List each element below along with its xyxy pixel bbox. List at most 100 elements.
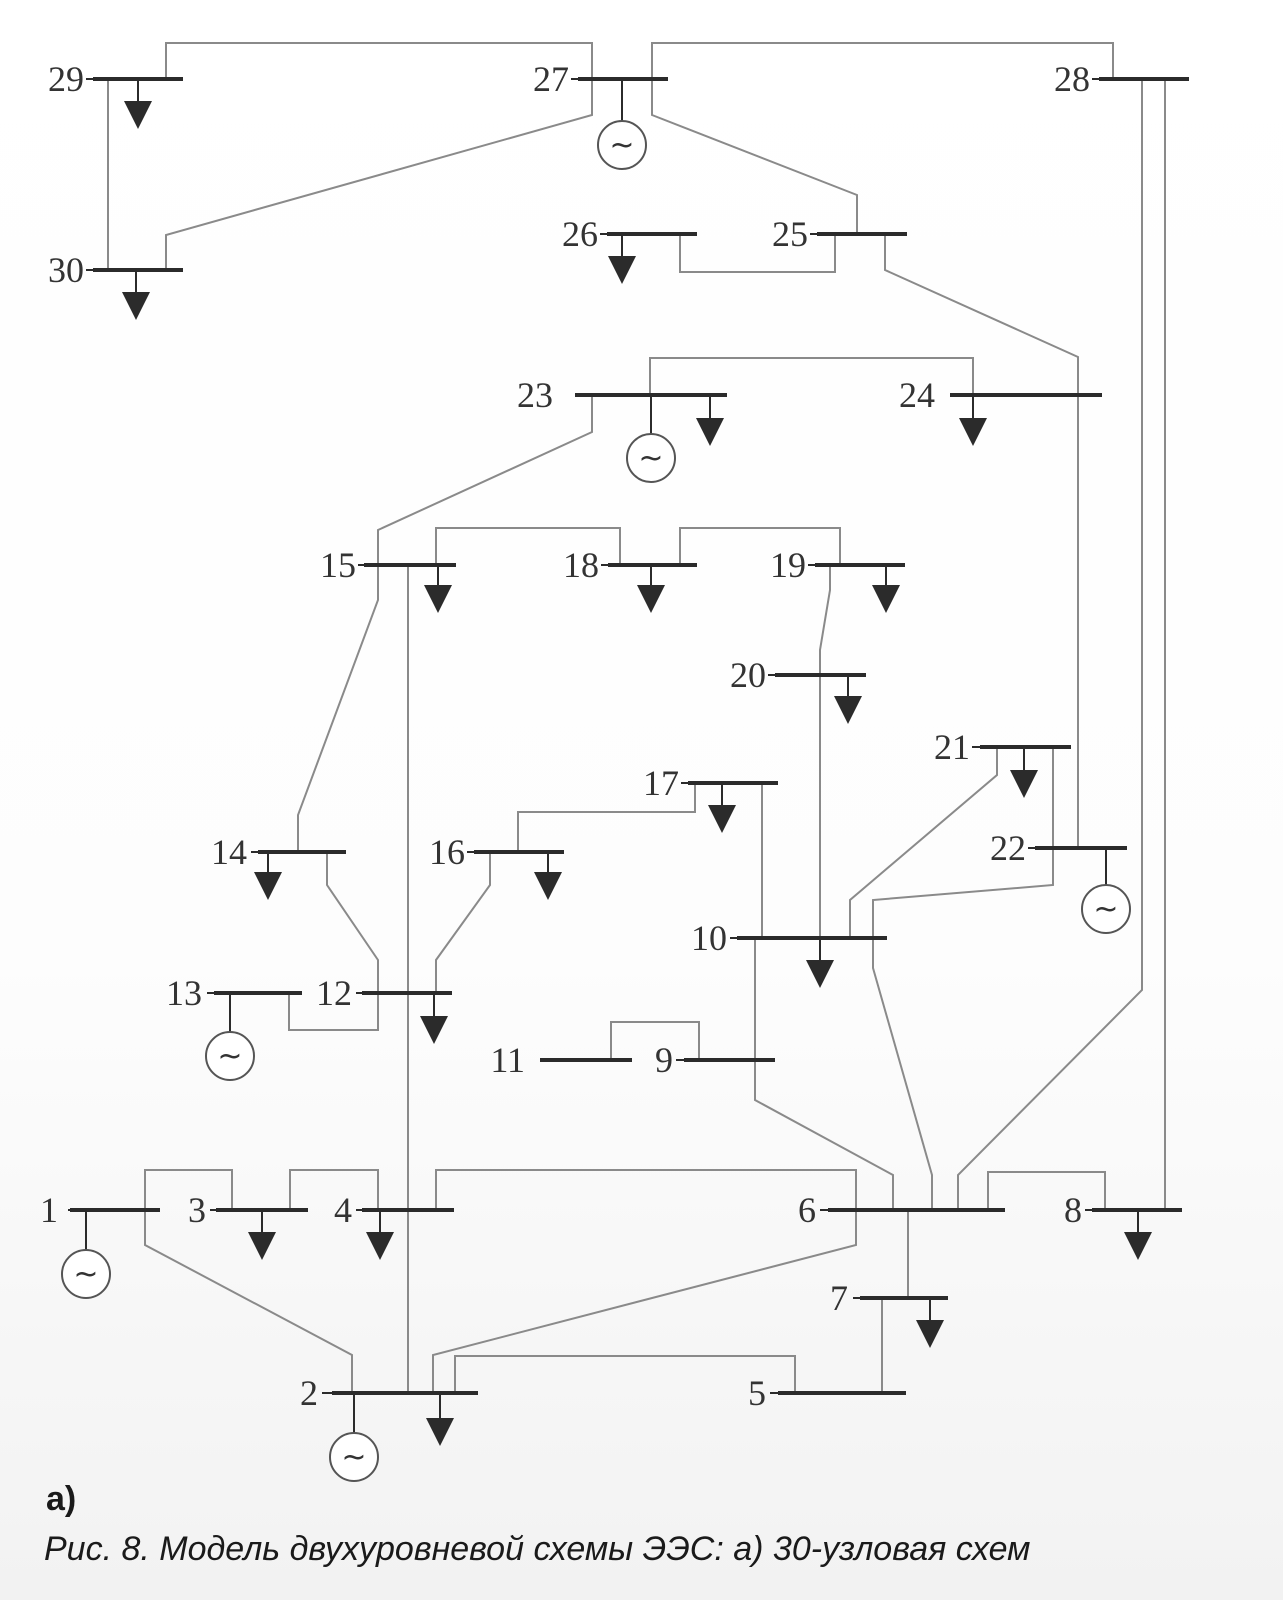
line-2-5 (454, 1355, 796, 1393)
bus-label-8: 8 (1064, 1190, 1082, 1230)
line-3-4 (289, 1169, 379, 1210)
load-arrow-icon (806, 938, 834, 988)
line-15-23 (377, 395, 593, 565)
bus-label-22: 22 (990, 828, 1026, 868)
load-arrow-icon (608, 234, 636, 284)
bus-label-11: 11 (490, 1040, 525, 1080)
bus-26: 26 (562, 214, 697, 254)
svg-text:~: ~ (1093, 892, 1118, 927)
bus-11: 11 (490, 1040, 632, 1080)
bus-label-1: 1 (40, 1190, 58, 1230)
bus-9: 9 (655, 1040, 775, 1080)
bus-label-3: 3 (188, 1190, 206, 1230)
bus-label-10: 10 (691, 918, 727, 958)
bus-6: 6 (798, 1190, 1005, 1230)
svg-text:~: ~ (341, 1440, 366, 1475)
bus-18: 18 (563, 545, 697, 585)
load-arrow-icon (534, 852, 562, 900)
bus-label-2: 2 (300, 1373, 318, 1413)
bus-17: 17 (643, 763, 778, 803)
bus-label-13: 13 (166, 973, 202, 1013)
load-arrow-icon (834, 675, 862, 724)
bus-label-20: 20 (730, 655, 766, 695)
line-9-11 (610, 1021, 700, 1060)
bus-1: 1 (40, 1190, 160, 1230)
bus-22: 22 (990, 828, 1127, 868)
line-10-21 (849, 747, 998, 938)
svg-text:~: ~ (609, 128, 634, 163)
load-arrow-icon (366, 1210, 394, 1260)
load-arrow-icon (254, 852, 282, 900)
line-19-20 (819, 565, 831, 675)
bus-label-27: 27 (533, 59, 569, 99)
svg-text:~: ~ (217, 1039, 242, 1074)
bus-label-29: 29 (48, 59, 84, 99)
bus-2: 2 (300, 1373, 478, 1413)
line-12-14 (326, 852, 379, 993)
bus-label-24: 24 (899, 375, 935, 415)
load-arrow-icon (420, 993, 448, 1044)
load-arrow-icon (1010, 747, 1038, 798)
generator-icon: ~ (1081, 848, 1131, 934)
line-15-18 (435, 527, 621, 565)
svg-text:~: ~ (638, 441, 663, 476)
line-25-27 (651, 79, 858, 234)
bus-label-23: 23 (517, 375, 553, 415)
generator-icon: ~ (205, 993, 255, 1081)
bus-label-21: 21 (934, 727, 970, 767)
line-6-9 (754, 938, 894, 1210)
generator-icon: ~ (597, 79, 647, 170)
bus-23: 23 (517, 375, 727, 415)
bus-24: 24 (899, 375, 1102, 415)
bus-19: 19 (770, 545, 905, 585)
load-arrow-icon (637, 565, 665, 613)
bus-12: 12 (316, 973, 452, 1013)
bus-label-30: 30 (48, 250, 84, 290)
load-arrow-icon (696, 395, 724, 446)
load-arrow-icon (708, 783, 736, 833)
bus-29: 29 (48, 59, 183, 99)
generator-icon: ~ (329, 1393, 379, 1482)
load-arrow-icon (248, 1210, 276, 1260)
load-arrow-icon (1124, 1210, 1152, 1260)
line-12-16 (435, 852, 491, 993)
bus-25: 25 (772, 214, 907, 254)
bus-27: 27 (533, 59, 668, 99)
bus-5: 5 (748, 1373, 906, 1413)
line-24-25 (884, 234, 1079, 395)
load-arrow-icon (916, 1298, 944, 1348)
line-18-19 (679, 527, 841, 565)
bus-label-28: 28 (1054, 59, 1090, 99)
bus-21: 21 (934, 727, 1071, 767)
bus-label-7: 7 (830, 1278, 848, 1318)
bus-label-12: 12 (316, 973, 352, 1013)
line-4-6 (435, 1169, 857, 1210)
figure-caption: Рис. 8. Модель двухуровневой схемы ЭЭС: … (44, 1530, 1031, 1568)
bus-30: 30 (48, 250, 183, 290)
generator-icon: ~ (626, 395, 676, 483)
bus-14: 14 (211, 832, 346, 872)
svg-text:~: ~ (73, 1257, 98, 1292)
bus-20: 20 (730, 655, 866, 695)
line-12-13 (288, 993, 379, 1031)
bus-28: 28 (1054, 59, 1189, 99)
load-arrow-icon (124, 79, 152, 129)
bus-label-15: 15 (320, 545, 356, 585)
line-1-3 (144, 1169, 233, 1210)
line-1-2 (144, 1210, 353, 1393)
bus-label-14: 14 (211, 832, 247, 872)
bus-16: 16 (429, 832, 564, 872)
bus-label-16: 16 (429, 832, 465, 872)
bus-label-6: 6 (798, 1190, 816, 1230)
figure-part-label: а) (46, 1480, 77, 1518)
generator-icon: ~ (61, 1210, 111, 1299)
line-25-26 (679, 234, 836, 273)
bus-10: 10 (691, 918, 887, 958)
line-23-24 (649, 357, 974, 395)
loads (122, 79, 1152, 1446)
load-arrow-icon (424, 565, 452, 613)
bus-label-26: 26 (562, 214, 598, 254)
load-arrow-icon (959, 395, 987, 446)
bus-label-5: 5 (748, 1373, 766, 1413)
